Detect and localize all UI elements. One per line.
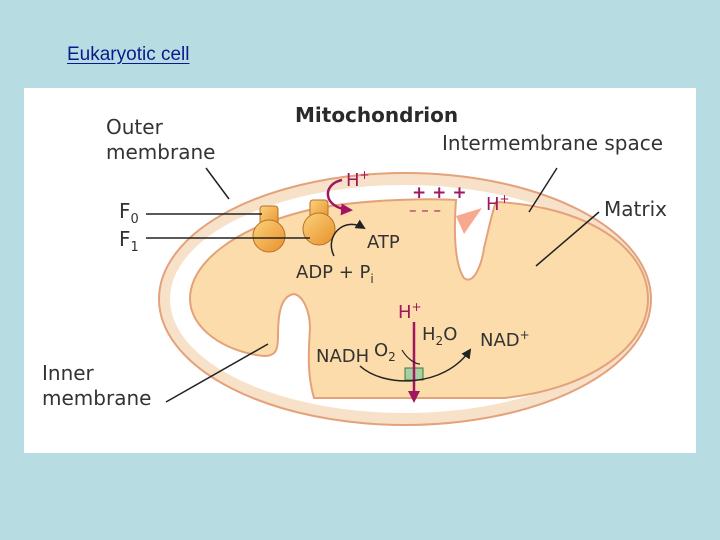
- matrix-leader: [535, 211, 600, 267]
- nad-label: NAD+: [480, 328, 530, 351]
- adp-pi-label: ADP + Pi: [296, 262, 374, 286]
- inner-membrane: [188, 198, 650, 399]
- inner-membrane-leader: [165, 343, 269, 403]
- slide-title: Eukaryotic cell: [67, 44, 190, 65]
- atp-synthase-right: [302, 199, 336, 246]
- oxygen-reduction-arrow: [401, 349, 421, 365]
- proton-label-wedge: H+: [486, 192, 510, 215]
- proton-gradient-wedge: [456, 208, 482, 234]
- diagram-heading: Mitochondrion: [295, 103, 458, 127]
- positive-charges: + + +: [412, 183, 467, 203]
- matrix-label: Matrix: [604, 197, 667, 221]
- outer-membrane-leader: [205, 167, 230, 200]
- inner-membrane-label-line2: membrane: [42, 386, 151, 410]
- mitochondrion-figure: Mitochondrion Outer membrane Intermembra…: [24, 88, 696, 453]
- outer-membrane-label-line2: membrane: [106, 140, 215, 164]
- negative-charges: – – –: [409, 201, 441, 219]
- intermembrane-space-label: Intermembrane space: [442, 131, 663, 155]
- proton-label-top: H+: [346, 168, 370, 191]
- outer-membrane-label-line1: Outer: [106, 115, 164, 139]
- nadh-oxidation-arrow: [359, 348, 472, 382]
- f1-label: F1: [119, 227, 139, 255]
- mitochondrion-diagram: Mitochondrion Outer membrane Intermembra…: [42, 103, 667, 426]
- intermembrane-space-leader: [528, 167, 558, 213]
- oxygen-label: O2: [374, 340, 396, 364]
- adp-to-atp-arrow: [330, 219, 366, 257]
- atp-label: ATP: [367, 232, 400, 253]
- water-label: H2O: [422, 324, 457, 348]
- f0-label: F0: [119, 199, 139, 227]
- nadh-label: NADH: [316, 346, 369, 367]
- inner-membrane-label-line1: Inner: [42, 361, 95, 385]
- atp-synthase-left: [252, 205, 286, 253]
- proton-label-bottom: H+: [398, 300, 422, 323]
- proton-flow-arrow-top: [326, 178, 353, 216]
